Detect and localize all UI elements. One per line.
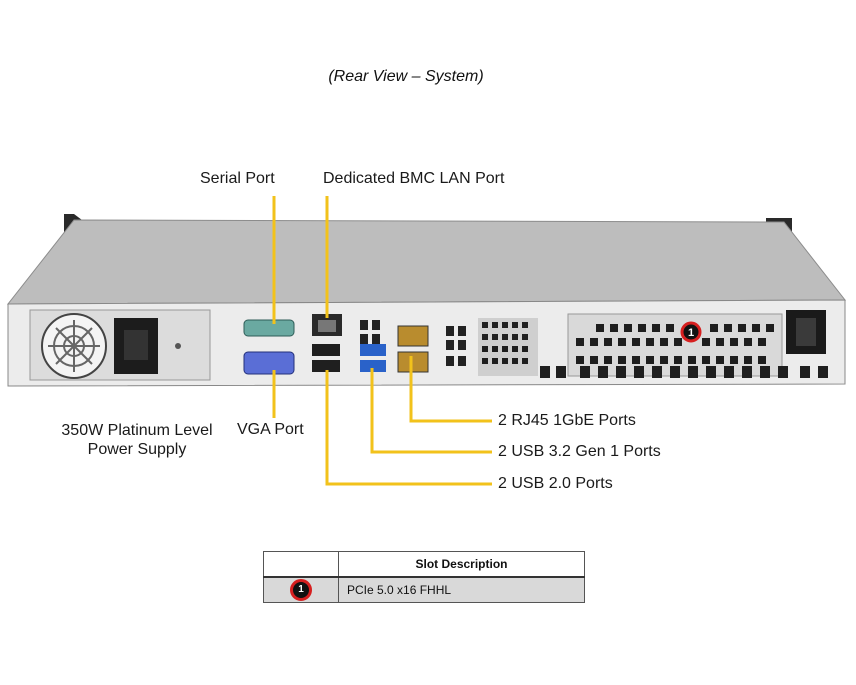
lower-vent-row (540, 366, 828, 378)
figure-title: (Rear View – System) (328, 68, 484, 85)
slot-1-badge (680, 321, 702, 343)
usb20-port-2 (312, 360, 340, 372)
rj45-port-1 (397, 325, 429, 347)
slot-table-header: Slot Description (263, 551, 585, 578)
pcie-slot-bracket (567, 313, 783, 377)
slot-1-badge-text: 1 (688, 327, 694, 339)
leader-usb32 (370, 368, 492, 454)
leader-rj45 (409, 356, 492, 423)
rj45-port-2 (397, 351, 429, 373)
usb32-port-1 (360, 344, 386, 356)
power-supply-unit (29, 309, 211, 381)
usb32-port-2 (360, 360, 386, 372)
usb20-port-1 (312, 344, 340, 356)
slot-description-table: Slot Description 1 PCIe 5.0 x16 FHHL (263, 551, 585, 603)
vent-grid-io (478, 318, 538, 376)
serial-port (243, 319, 295, 337)
label-psu-line1: 350W Platinum Level (61, 422, 213, 439)
vent-block-2 (446, 326, 466, 366)
table-row: 1 PCIe 5.0 x16 FHHL (263, 576, 585, 603)
slot-badge: 1 (290, 579, 312, 601)
label-rj45: 2 RJ45 1GbE Ports (498, 412, 636, 429)
label-bmc-lan: Dedicated BMC LAN Port (323, 170, 505, 187)
label-psu-line2: Power Supply (87, 441, 187, 458)
label-usb32: 2 USB 3.2 Gen 1 Ports (498, 443, 661, 460)
vent-block-1 (360, 320, 380, 344)
label-psu: 350W Platinum Level Power Supply (52, 421, 222, 459)
slot-table-header-desc: Slot Description (338, 551, 585, 578)
vga-port (243, 351, 295, 375)
server-rear-diagram: 1 (6, 196, 847, 486)
slot-number-cell: 1 (263, 576, 339, 603)
slot-desc-cell: PCIe 5.0 x16 FHHL (338, 576, 585, 603)
leader-usb20 (325, 370, 492, 486)
leader-lines (272, 196, 492, 486)
slot-table-header-num (263, 551, 339, 578)
label-serial-port: Serial Port (200, 170, 275, 187)
label-usb20: 2 USB 2.0 Ports (498, 475, 613, 492)
label-vga-port: VGA Port (237, 421, 304, 438)
chassis-top (6, 219, 847, 305)
